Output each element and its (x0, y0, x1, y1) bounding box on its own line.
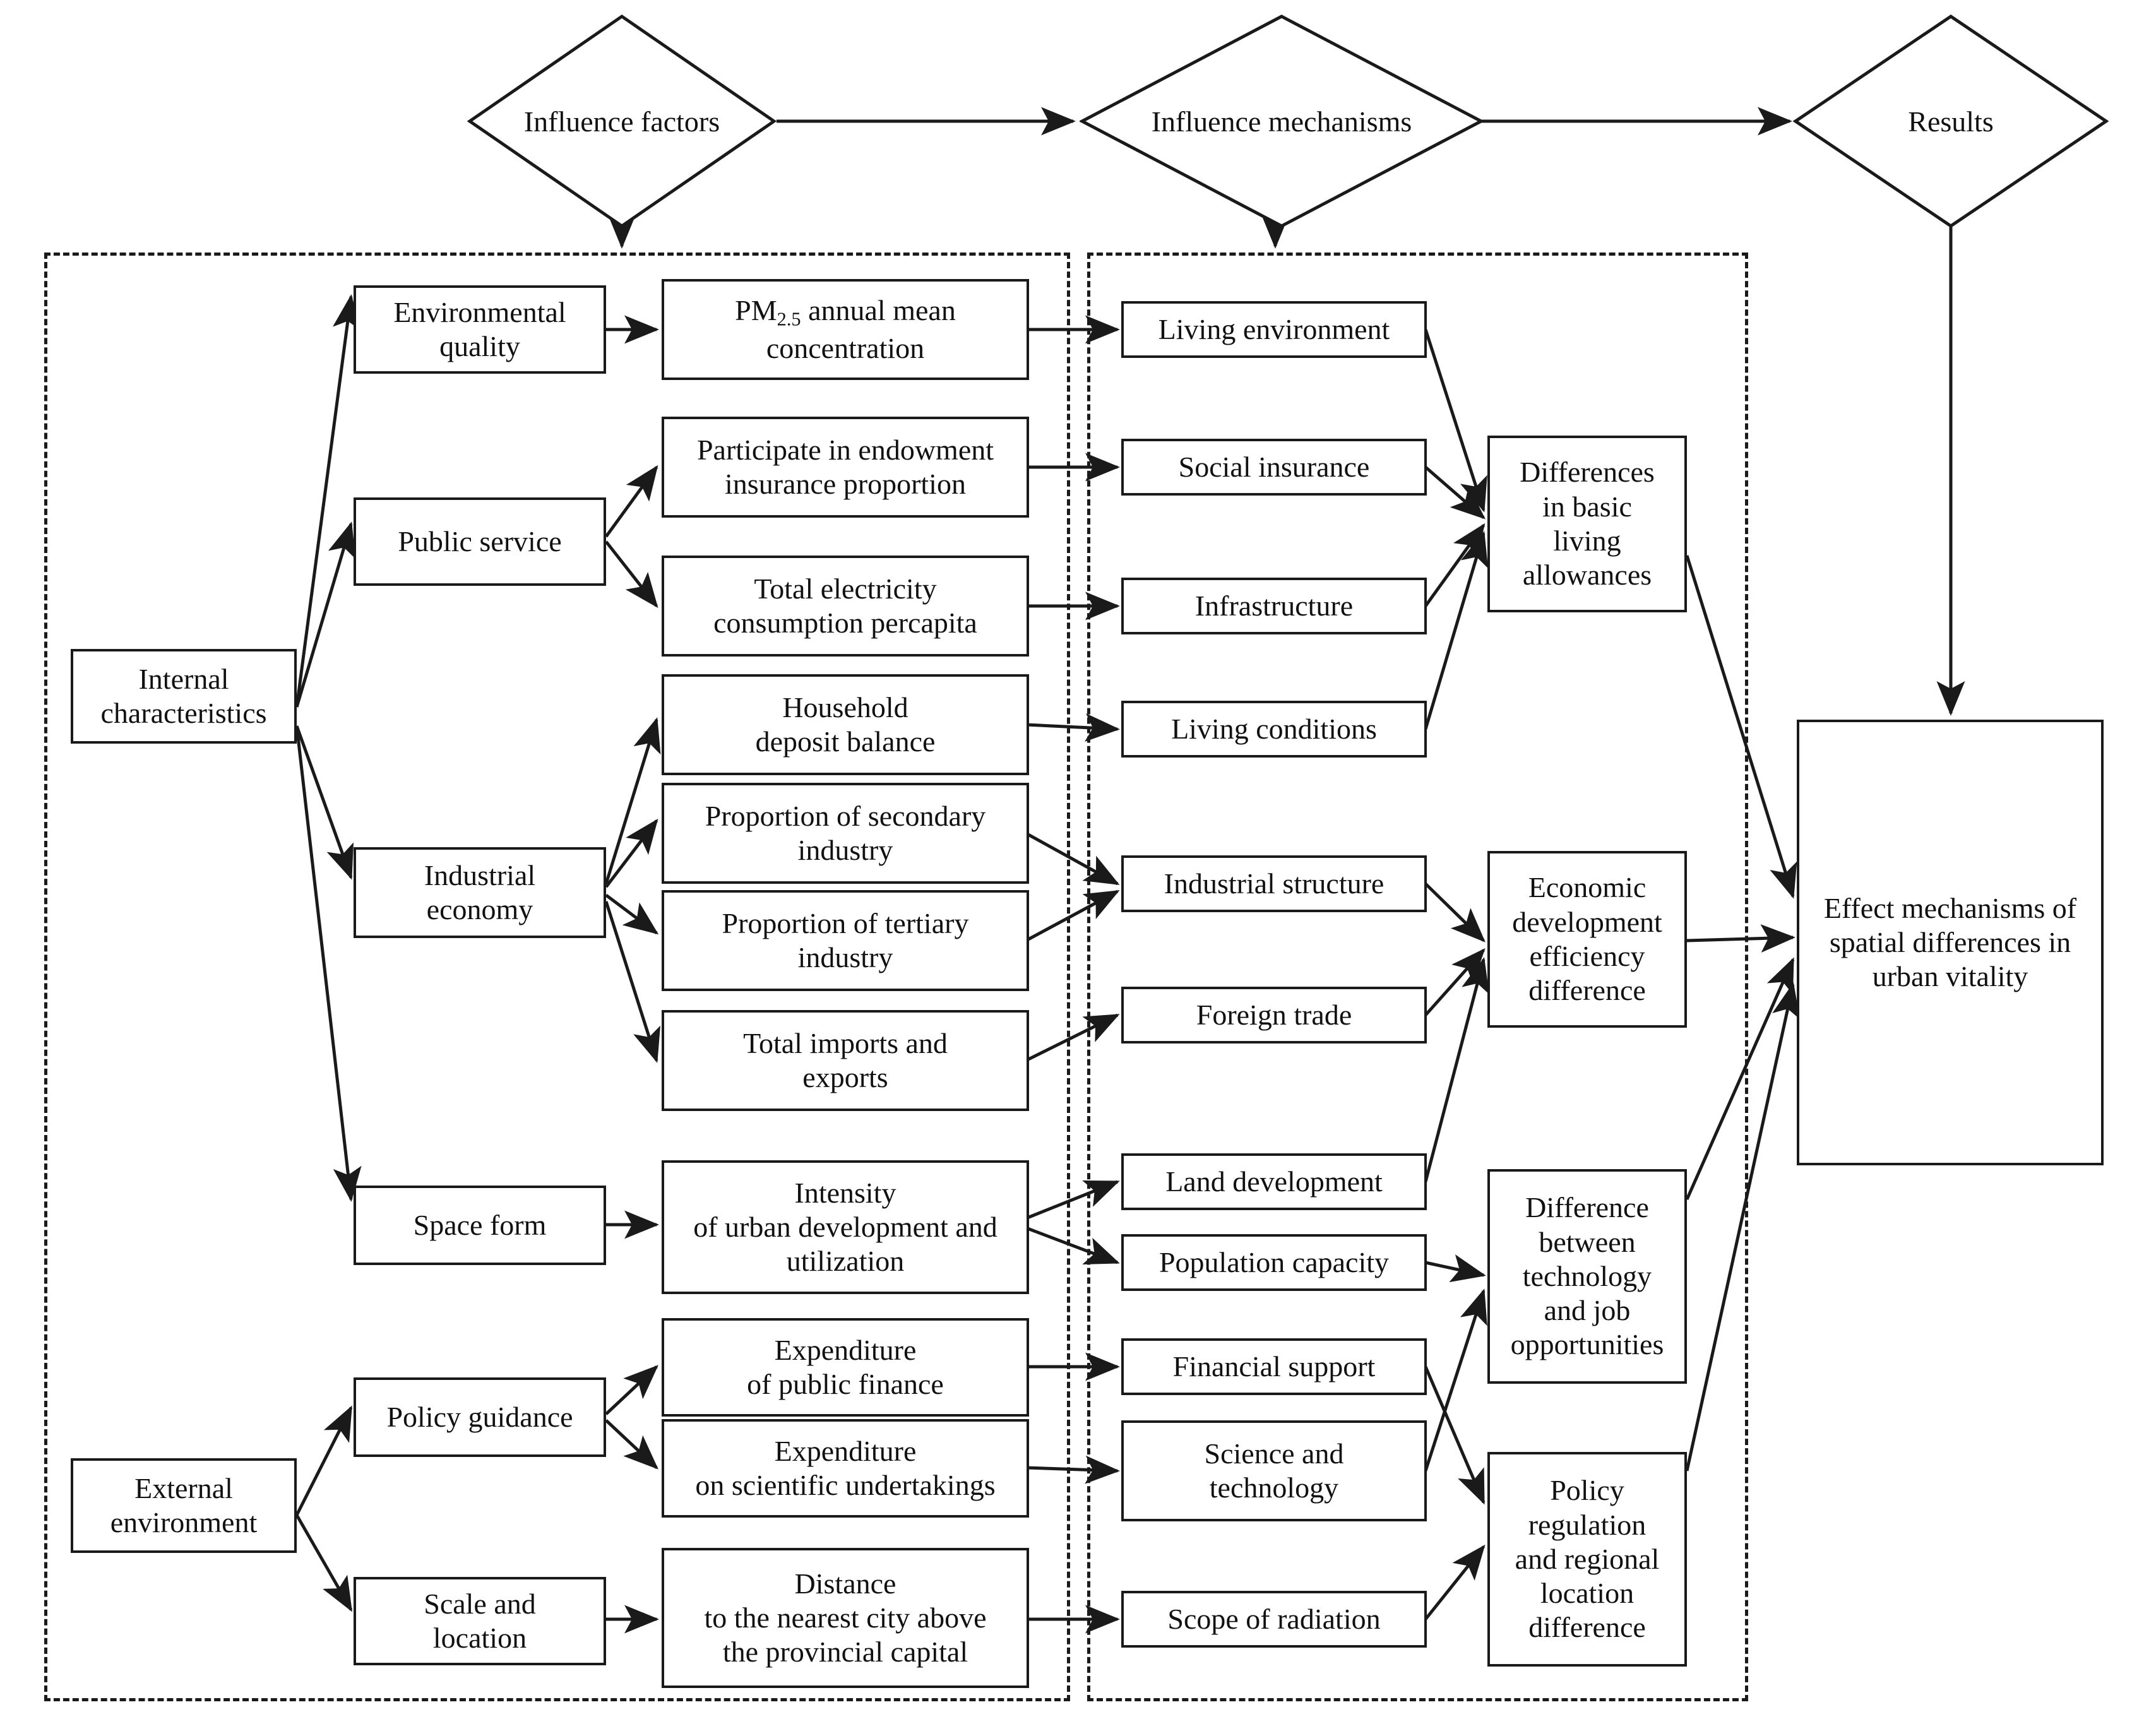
indicator-imports-exports[interactable]: Total imports and exports (662, 1010, 1029, 1111)
indicator-development-intensity[interactable]: Intensity of urban development and utili… (662, 1160, 1029, 1294)
dimension-environmental-quality[interactable]: Environmental quality (354, 285, 606, 374)
mechanism-social-insurance[interactable]: Social insurance (1121, 439, 1427, 496)
outcome-effect-mechanisms[interactable]: Effect mechanisms of spatial differences… (1797, 720, 2104, 1165)
mechanism-infrastructure[interactable]: Infrastructure (1121, 578, 1427, 634)
mechanism-population-capacity[interactable]: Population capacity (1121, 1234, 1427, 1291)
dimension-public-service[interactable]: Public service (354, 497, 606, 586)
indicator-secondary-industry[interactable]: Proportion of secondary industry (662, 783, 1029, 884)
stage-influence-factors[interactable]: Influence factors (467, 14, 777, 229)
mechanism-industrial-structure[interactable]: Industrial structure (1121, 855, 1427, 912)
mechanism-foreign-trade[interactable]: Foreign trade (1121, 987, 1427, 1043)
difference-policy-regional-location[interactable]: Policy regulation and regional location … (1487, 1452, 1687, 1667)
indicator-scientific-undertakings[interactable]: Expenditure on scientific undertakings (662, 1419, 1029, 1518)
difference-technology-job-opportunities[interactable]: Difference between technology and job op… (1487, 1169, 1687, 1384)
difference-economic-development-efficiency[interactable]: Economic development efficiency differen… (1487, 851, 1687, 1028)
stage-label: Influence mechanisms (1151, 105, 1412, 138)
indicator-public-finance[interactable]: Expenditure of public finance (662, 1318, 1029, 1417)
stage-results[interactable]: Results (1793, 14, 2109, 229)
indicator-household-deposit[interactable]: Household deposit balance (662, 674, 1029, 775)
influence-mechanisms-panel (1087, 253, 1748, 1701)
stage-label: Influence factors (523, 105, 720, 138)
stage-influence-mechanisms[interactable]: Influence mechanisms (1080, 14, 1484, 229)
group-internal-characteristics[interactable]: Internal characteristics (71, 649, 297, 744)
influence-factors-panel (44, 253, 1070, 1701)
indicator-tertiary-industry[interactable]: Proportion of tertiary industry (662, 890, 1029, 991)
stage-label: Results (1908, 105, 1994, 138)
dimension-policy-guidance[interactable]: Policy guidance (354, 1377, 606, 1457)
indicator-endowment-insurance[interactable]: Participate in endowment insurance propo… (662, 417, 1029, 518)
indicator-distance-provincial-capital[interactable]: Distance to the nearest city above the p… (662, 1548, 1029, 1688)
dimension-space-form[interactable]: Space form (354, 1186, 606, 1265)
mechanism-scope-of-radiation[interactable]: Scope of radiation (1121, 1591, 1427, 1648)
dimension-industrial-economy[interactable]: Industrial economy (354, 847, 606, 938)
mechanism-land-development[interactable]: Land development (1121, 1153, 1427, 1210)
difference-basic-living-allowances[interactable]: Differences in basic living allowances (1487, 436, 1687, 612)
dimension-scale-and-location[interactable]: Scale and location (354, 1577, 606, 1665)
mechanism-living-conditions[interactable]: Living conditions (1121, 701, 1427, 758)
group-external-environment[interactable]: External environment (71, 1458, 297, 1553)
mechanism-living-environment[interactable]: Living environment (1121, 301, 1427, 358)
mechanism-science-and-technology[interactable]: Science and technology (1121, 1420, 1427, 1521)
indicator-electricity[interactable]: Total electricity consumption percapita (662, 556, 1029, 657)
mechanism-financial-support[interactable]: Financial support (1121, 1338, 1427, 1395)
